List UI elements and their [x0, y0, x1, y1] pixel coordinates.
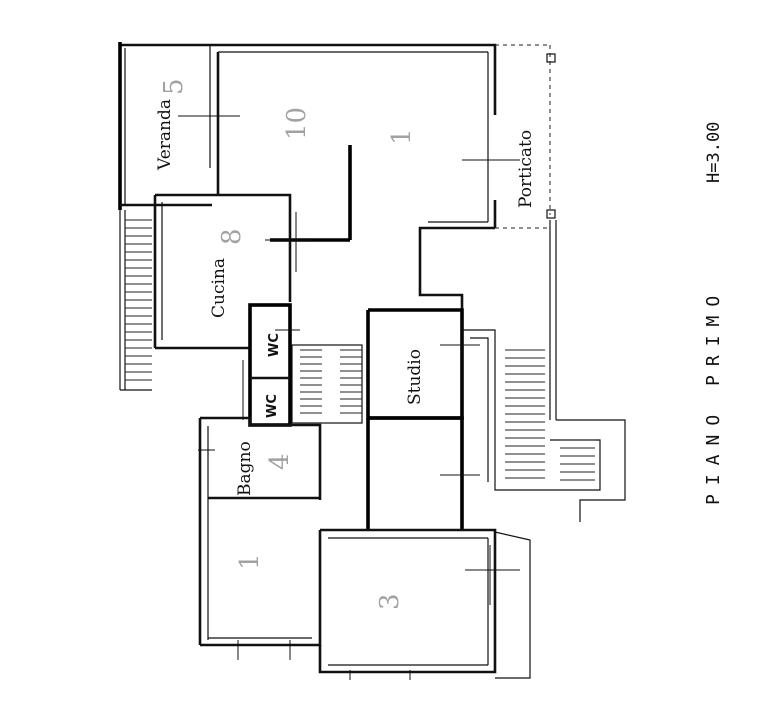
left-stair: [119, 210, 152, 391]
bedroom-right: [318, 528, 531, 680]
handwritten-marks: 5 10 1 8 4 1 3: [159, 78, 417, 610]
svg-text:1: 1: [387, 128, 417, 145]
wc-label-2: WC: [265, 394, 280, 418]
svg-text:10: 10: [282, 107, 312, 140]
veranda-label: Veranda: [155, 99, 175, 171]
studio-label: Studio: [405, 349, 425, 405]
svg-text:8: 8: [217, 228, 247, 245]
wc-label-1: WC: [267, 333, 282, 357]
cucina-label: Cucina: [209, 258, 229, 318]
porticato-label: Porticato: [516, 130, 536, 208]
living-room: [210, 43, 520, 418]
svg-text:5: 5: [159, 78, 189, 95]
svg-text:1: 1: [235, 553, 265, 570]
central-stair: [291, 344, 363, 424]
bathroom: [198, 416, 322, 645]
svg-text:3: 3: [375, 593, 405, 610]
porticato-area: [495, 44, 557, 420]
bagno-label: Bagno: [235, 441, 255, 496]
plan-height-note: H=3.00: [704, 122, 724, 183]
bedroom-left: [200, 530, 322, 660]
plan-title: PIANO PRIMO: [703, 287, 724, 505]
svg-text:4: 4: [265, 453, 295, 470]
veranda-area: [118, 42, 240, 210]
bedroom-small: [366, 416, 480, 530]
right-stair: [462, 329, 626, 522]
